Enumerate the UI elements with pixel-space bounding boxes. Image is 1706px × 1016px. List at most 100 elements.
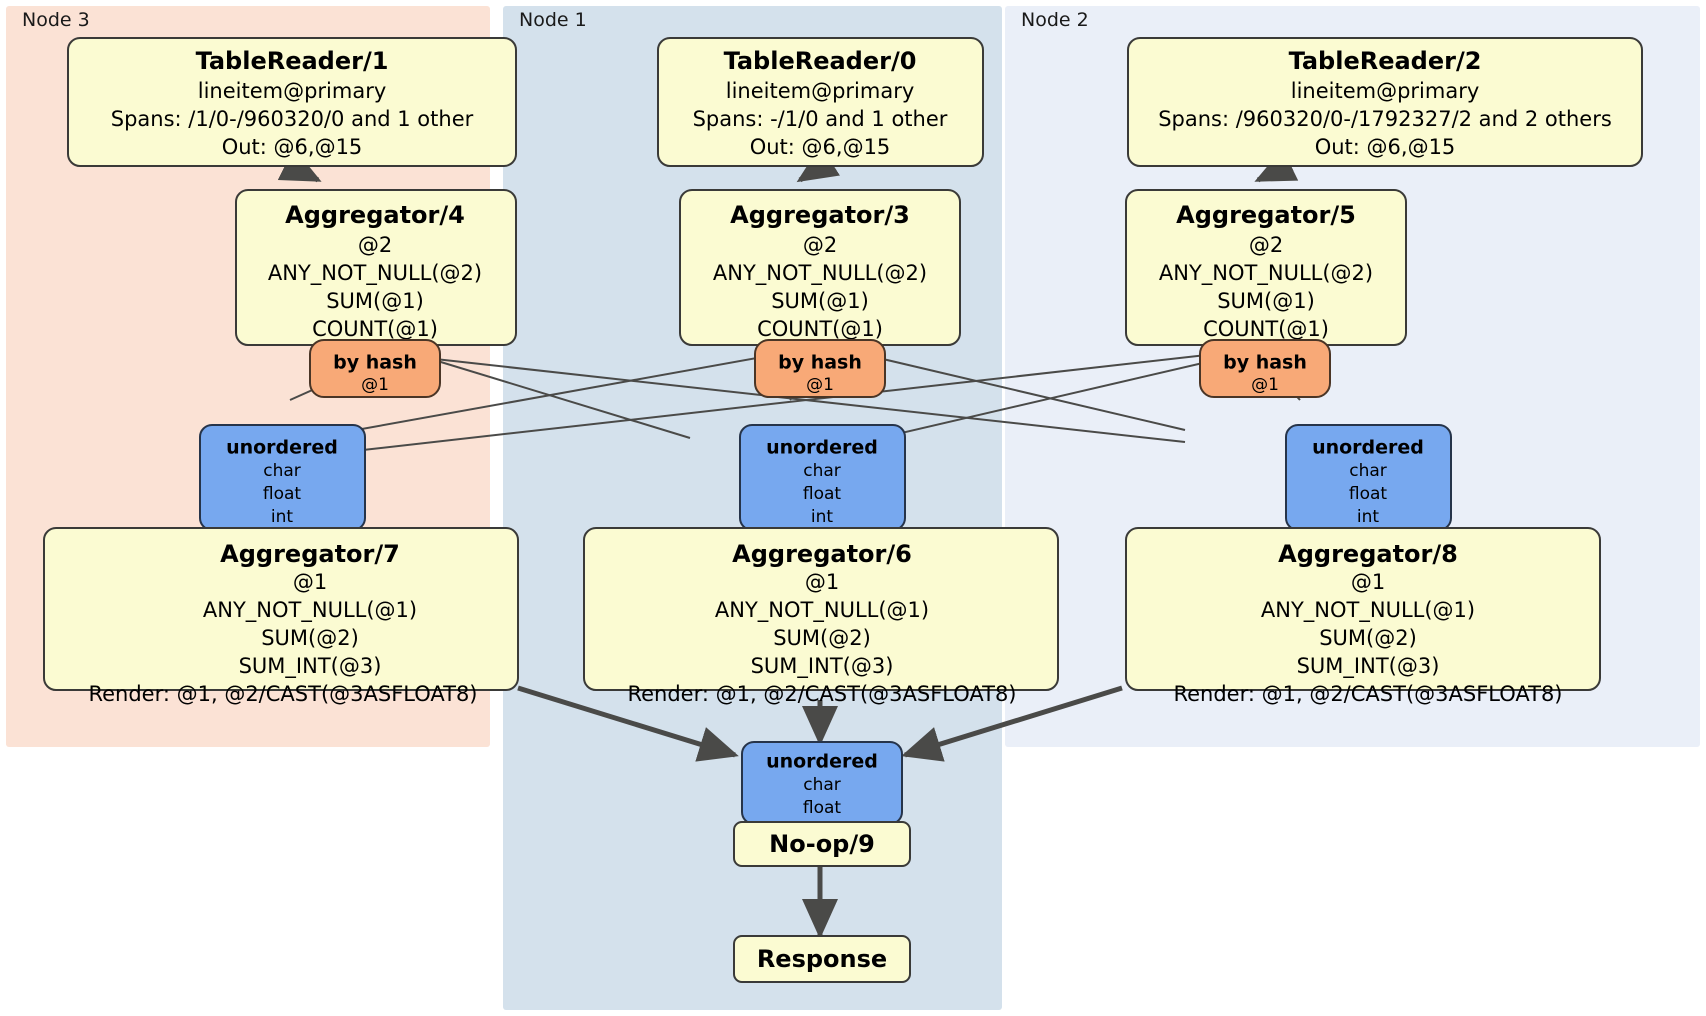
aggregator7-line2: ANY_NOT_NULL(@1) [203, 598, 417, 623]
node-response[interactable]: Response [733, 935, 911, 983]
aggregator5-line3: SUM(@1) [1217, 289, 1315, 313]
byhash-left-title: by hash [333, 352, 417, 374]
aggregator4-line4: COUNT(@1) [312, 317, 438, 341]
tablereader2-line1: lineitem@primary [1291, 79, 1480, 103]
aggregator8-title: Aggregator/8 [1278, 540, 1458, 568]
unordered-final-line2: float [803, 798, 842, 818]
aggregator6-line5: Render: @1, @2/CAST(@3ASFLOAT8) [627, 682, 1016, 706]
byhash-right-box[interactable] [1199, 339, 1331, 398]
aggregator4-title: Aggregator/4 [285, 201, 465, 229]
response-box[interactable] [733, 935, 911, 983]
aggregator4-line1: @2 [358, 233, 392, 257]
tablereader2-line3: Out: @6,@15 [1315, 135, 1456, 159]
unordered-right-title: unordered [1312, 437, 1424, 459]
aggregator5-title: Aggregator/5 [1176, 201, 1356, 229]
aggregator7-line4: SUM_INT(@3) [239, 654, 382, 679]
tablereader1-line1: lineitem@primary [198, 79, 387, 103]
aggregator7-box[interactable] [43, 527, 519, 691]
aggregator5-line4: COUNT(@1) [1203, 317, 1329, 341]
unordered-right-line2: float [1349, 484, 1388, 504]
aggregator8-line5: Render: @1, @2/CAST(@3ASFLOAT8) [1173, 682, 1562, 706]
byhash-center-title: by hash [778, 352, 862, 374]
unordered-center-line3: int [811, 507, 833, 527]
aggregator3-line2: ANY_NOT_NULL(@2) [713, 261, 927, 286]
tablereader1-line2: Spans: /1/0-/960320/0 and 1 other [111, 107, 474, 131]
node-tablereader2[interactable]: TableReader/2 lineitem@primary Spans: /9… [1127, 37, 1643, 167]
tablereader2-title: TableReader/2 [1289, 47, 1482, 75]
aggregator4-line3: SUM(@1) [326, 289, 424, 313]
unordered-right-line3: int [1357, 507, 1379, 527]
tablereader0-line3: Out: @6,@15 [750, 135, 891, 159]
aggregator8-box[interactable] [1125, 527, 1601, 691]
byhash-center-line1: @1 [806, 375, 834, 395]
node-byhash-left[interactable]: by hash @1 [309, 339, 441, 398]
aggregator8-line2: ANY_NOT_NULL(@1) [1261, 598, 1475, 623]
aggregator4-line2: ANY_NOT_NULL(@2) [268, 261, 482, 286]
node-tablereader0[interactable]: TableReader/0 lineitem@primary Spans: -/… [657, 37, 984, 167]
node-aggregator6[interactable]: Aggregator/6 @1 ANY_NOT_NULL(@1) SUM(@2)… [583, 527, 1059, 706]
node-unordered-final[interactable]: unordered char float [741, 741, 903, 825]
aggregator5-line2: ANY_NOT_NULL(@2) [1159, 261, 1373, 286]
node-byhash-center[interactable]: by hash @1 [754, 339, 886, 398]
aggregator3-title: Aggregator/3 [730, 201, 910, 229]
unordered-final-line1: char [803, 775, 841, 795]
node-byhash-right[interactable]: by hash @1 [1199, 339, 1331, 398]
node-aggregator8[interactable]: Aggregator/8 @1 ANY_NOT_NULL(@1) SUM(@2)… [1125, 527, 1601, 706]
aggregator8-line3: SUM(@2) [1319, 626, 1417, 650]
node-aggregator4[interactable]: Aggregator/4 @2 ANY_NOT_NULL(@2) SUM(@1)… [235, 189, 517, 346]
node-unordered-right[interactable]: unordered char float int [1285, 424, 1452, 531]
response-title: Response [757, 945, 887, 973]
noop9-box[interactable] [733, 821, 911, 867]
unordered-left-title: unordered [226, 437, 338, 459]
node-tablereader1[interactable]: TableReader/1 lineitem@primary Spans: /1… [67, 37, 517, 167]
edges-reader-to-aggregator [277, 145, 1299, 183]
aggregator3-line4: COUNT(@1) [757, 317, 883, 341]
node-aggregator5[interactable]: Aggregator/5 @2 ANY_NOT_NULL(@2) SUM(@1)… [1125, 189, 1407, 346]
panel-node3-label: Node 3 [22, 9, 90, 31]
node-aggregator7[interactable]: Aggregator/7 @1 ANY_NOT_NULL(@1) SUM(@2)… [43, 527, 519, 706]
edge-hashR-syncL [344, 351, 1234, 453]
tablereader0-box[interactable] [657, 37, 984, 167]
tablereader0-line2: Spans: -/1/0 and 1 other [693, 107, 948, 131]
byhash-right-title: by hash [1223, 352, 1307, 374]
node-noop9[interactable]: No-op/9 [733, 821, 911, 867]
edge-tr0-agg3 [796, 145, 840, 183]
aggregator6-line4: SUM_INT(@3) [751, 654, 894, 679]
node-aggregator3[interactable]: Aggregator/3 @2 ANY_NOT_NULL(@2) SUM(@1)… [679, 189, 961, 346]
unordered-left-line2: float [263, 484, 302, 504]
aggregator6-line1: @1 [805, 570, 839, 594]
node-unordered-left[interactable]: unordered char float int [199, 424, 366, 531]
unordered-left-line1: char [263, 461, 301, 481]
tablereader1-title: TableReader/1 [196, 47, 389, 75]
aggregator8-line4: SUM_INT(@3) [1297, 654, 1440, 679]
edge-hashC-syncL [344, 351, 791, 433]
noop9-title: No-op/9 [769, 830, 875, 858]
byhash-right-line1: @1 [1251, 375, 1279, 395]
aggregator6-line3: SUM(@2) [773, 626, 871, 650]
tablereader0-line1: lineitem@primary [726, 79, 915, 103]
aggregator6-title: Aggregator/6 [732, 540, 912, 568]
panel-node2-label: Node 2 [1021, 9, 1089, 31]
tablereader1-box[interactable] [67, 37, 517, 167]
byhash-center-box[interactable] [754, 339, 886, 398]
unordered-right-line1: char [1349, 461, 1387, 481]
aggregator7-line5: Render: @1, @2/CAST(@3ASFLOAT8) [88, 682, 477, 706]
byhash-left-line1: @1 [361, 375, 389, 395]
unordered-center-line2: float [803, 484, 842, 504]
aggregator3-line3: SUM(@1) [771, 289, 869, 313]
aggregator6-box[interactable] [583, 527, 1059, 691]
aggregator7-line3: SUM(@2) [261, 626, 359, 650]
tablereader2-box[interactable] [1127, 37, 1643, 167]
unordered-left-line3: int [271, 507, 293, 527]
unordered-final-title: unordered [766, 751, 878, 773]
byhash-left-box[interactable] [309, 339, 441, 398]
edge-tr2-agg5 [1254, 148, 1299, 183]
aggregator8-line1: @1 [1351, 570, 1385, 594]
edge-agg7-finalsync [517, 685, 739, 762]
tablereader0-title: TableReader/0 [724, 47, 917, 75]
edge-tr1-agg4 [277, 147, 322, 183]
node-unordered-center[interactable]: unordered char float int [739, 424, 906, 531]
panel-node1-label: Node 1 [519, 9, 587, 31]
